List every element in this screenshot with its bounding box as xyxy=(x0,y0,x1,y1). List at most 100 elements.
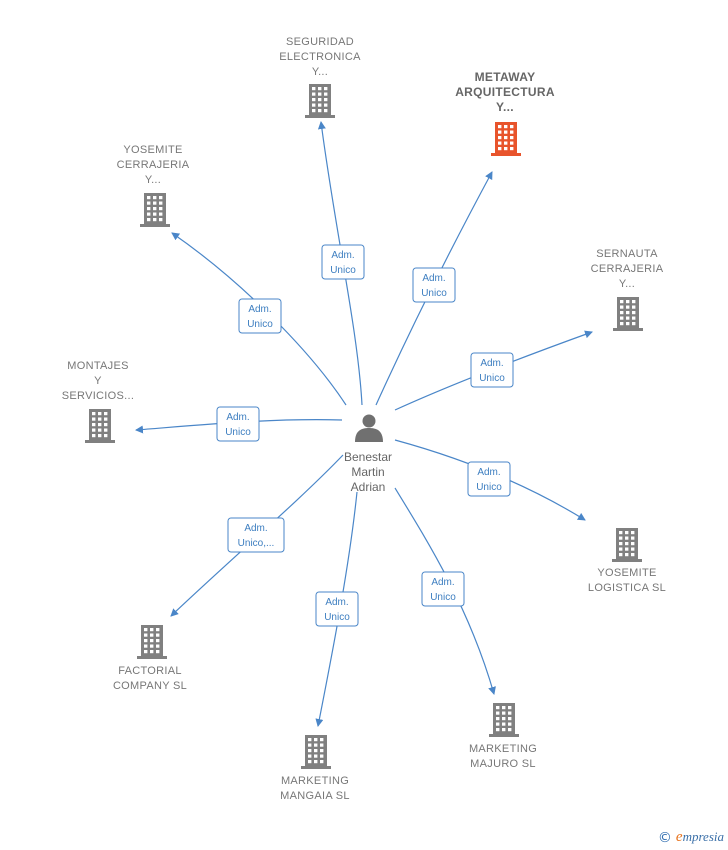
edge-label-sernauta[interactable]: Adm.Unico xyxy=(470,352,514,388)
building-window xyxy=(504,147,508,151)
edge-label-marketing-mangaia[interactable]: Adm.Unico xyxy=(315,591,359,627)
building-window xyxy=(320,738,324,742)
building-window xyxy=(159,207,163,211)
building-window xyxy=(625,547,629,551)
company-label-line: METAWAY xyxy=(475,70,536,84)
edge-label-metaway[interactable]: Adm.Unico xyxy=(412,267,456,303)
building-window xyxy=(98,417,102,421)
building-window xyxy=(153,212,157,216)
company-label-line: SEGURIDAD xyxy=(286,36,354,48)
person-icon xyxy=(355,414,383,442)
edge-label-text: Adm. xyxy=(248,304,271,315)
building-icon[interactable] xyxy=(613,297,643,331)
building-window xyxy=(104,434,108,438)
building-window xyxy=(318,92,322,96)
edge-label-text: Unico xyxy=(479,373,505,384)
edge-label-factorial[interactable]: Adm.Unico,... xyxy=(227,517,285,553)
edge-label-yosemite-logistica[interactable]: Adm.Unico xyxy=(467,461,511,497)
building-window xyxy=(632,311,636,315)
edge-label-text: Adm. xyxy=(331,250,354,261)
building-icon[interactable] xyxy=(301,735,331,769)
building-window xyxy=(159,212,163,216)
building-window xyxy=(620,300,624,304)
building-icon[interactable] xyxy=(612,528,642,562)
person-head xyxy=(362,414,376,428)
building-window xyxy=(619,536,623,540)
building-window xyxy=(156,628,160,632)
building-icon[interactable] xyxy=(137,625,167,659)
edge-label-text: Adm. xyxy=(244,523,267,534)
building-window xyxy=(147,201,151,205)
building-window xyxy=(626,305,630,309)
building-window xyxy=(504,141,508,145)
edge-label-marketing-majuro[interactable]: Adm.Unico xyxy=(421,571,465,607)
building-window xyxy=(92,417,96,421)
building-window xyxy=(159,218,163,222)
building-window xyxy=(504,130,508,134)
edge-label-box xyxy=(321,244,365,280)
building-window xyxy=(98,434,102,438)
edge-label-seguridad[interactable]: Adm.Unico xyxy=(321,244,365,280)
building-window xyxy=(312,92,316,96)
building-window xyxy=(508,711,512,715)
building-icon[interactable] xyxy=(489,703,519,737)
building-window xyxy=(147,218,151,222)
building-window xyxy=(496,717,500,721)
building-window xyxy=(104,423,108,427)
building-window xyxy=(632,305,636,309)
building-icon[interactable] xyxy=(491,122,521,156)
building-window xyxy=(632,322,636,326)
company-label-line: CERRAJERIA xyxy=(591,263,664,275)
building-base xyxy=(301,766,331,769)
building-window xyxy=(159,201,163,205)
company-label-line: ELECTRONICA xyxy=(279,51,361,63)
building-window xyxy=(318,103,322,107)
building-window xyxy=(156,633,160,637)
building-window xyxy=(631,536,635,540)
building-window xyxy=(502,722,506,726)
edge-label-box xyxy=(227,517,285,553)
edge-label-yosemite-cerrajeria[interactable]: Adm.Unico xyxy=(238,298,282,334)
building-window xyxy=(626,322,630,326)
building-window xyxy=(496,706,500,710)
edge-label-text: Unico xyxy=(324,612,350,623)
building-window xyxy=(324,103,328,107)
building-icon[interactable] xyxy=(85,409,115,443)
building-window xyxy=(153,207,157,211)
building-window xyxy=(502,728,506,732)
building-window xyxy=(92,428,96,432)
edge-label-box xyxy=(467,461,511,497)
edge-label-box xyxy=(412,267,456,303)
building-window xyxy=(144,633,148,637)
building-window xyxy=(147,196,151,200)
footer-brand[interactable]: © empresia xyxy=(658,829,724,846)
company-label-line: Y... xyxy=(145,174,161,186)
building-window xyxy=(496,722,500,726)
edge-label-text: Unico xyxy=(421,288,447,299)
building-base xyxy=(305,115,335,118)
company-label-line: COMPANY SL xyxy=(113,680,187,692)
building-icon[interactable] xyxy=(140,193,170,227)
building-window xyxy=(324,87,328,91)
company-label-line: MANGAIA SL xyxy=(280,790,350,802)
building-window xyxy=(92,423,96,427)
building-window xyxy=(619,553,623,557)
company-label-line: YOSEMITE xyxy=(123,144,182,156)
building-icon[interactable] xyxy=(305,84,335,118)
building-window xyxy=(632,316,636,320)
building-base xyxy=(613,328,643,331)
building-window xyxy=(98,428,102,432)
edge-label-montajes[interactable]: Adm.Unico xyxy=(216,406,260,442)
copyright-icon: © xyxy=(657,829,672,846)
building-window xyxy=(625,531,629,535)
